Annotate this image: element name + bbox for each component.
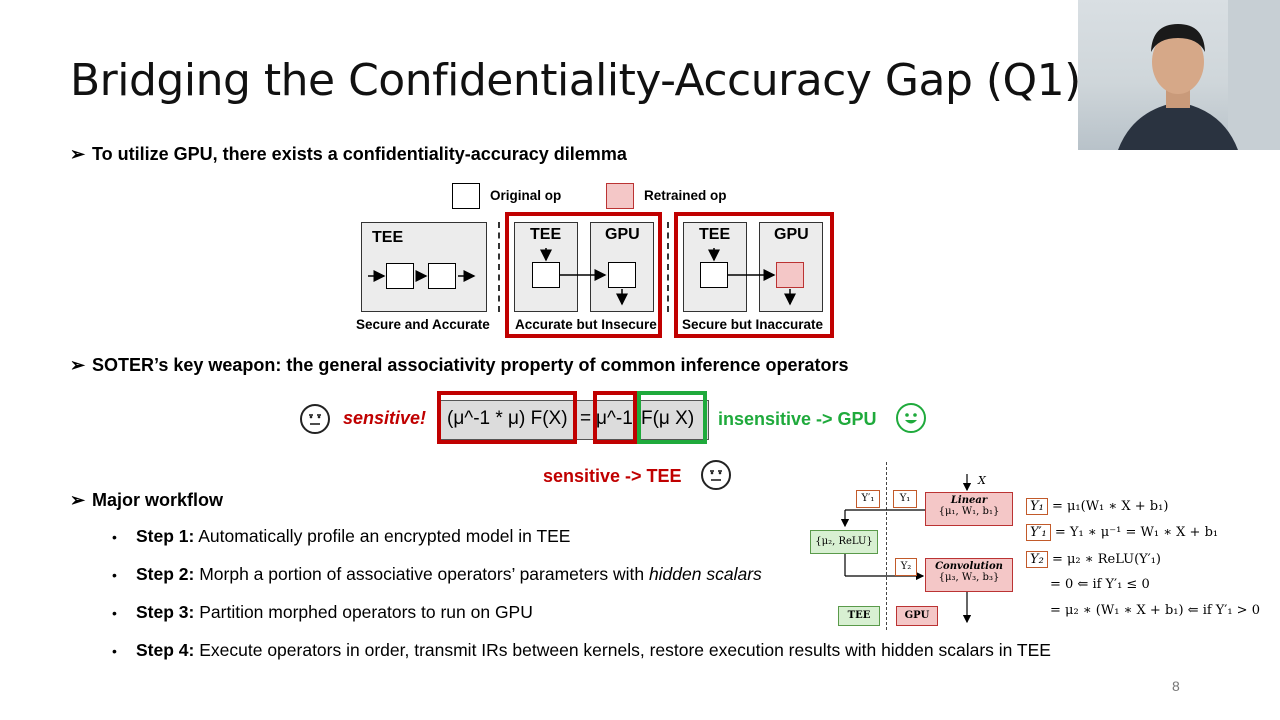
bullet-arrow-icon: ➢	[70, 490, 86, 510]
workflow-convolution-op: Convolution {μ₃, W₃, b₃}	[925, 558, 1013, 592]
bullet-dilemma-text: To utilize GPU, there exists a confident…	[92, 144, 627, 164]
step-2-italic: hidden scalars	[648, 564, 762, 584]
legend-retrained-swatch	[606, 183, 634, 209]
bullet-arrow-icon: ➢	[70, 144, 86, 164]
formula-equals: =	[580, 408, 592, 429]
equation-2-rhs: = Y₁ ∗ μ⁻¹ = W₁ ∗ X + b₁	[1054, 525, 1219, 540]
panel3-tee-label: TEE	[699, 226, 731, 243]
bullet-key-weapon-text: SOTER’s key weapon: the general associat…	[92, 355, 849, 375]
bullet-key-weapon: ➢ SOTER’s key weapon: the general associa…	[70, 355, 849, 376]
panel3-gpu-label: GPU	[774, 226, 809, 243]
separator-1	[498, 222, 500, 312]
panel2-caption: Accurate but Insecure	[515, 317, 657, 332]
bullet-dilemma: ➢ To utilize GPU, there exists a confiden…	[70, 144, 627, 165]
workflow-gpu-legend: GPU	[896, 606, 938, 626]
step-4-label: Step 4:	[136, 640, 195, 660]
equation-4: = 0 ⇐ if Y′₁ ≤ 0	[1050, 577, 1150, 592]
step-3-label: Step 3:	[136, 602, 195, 622]
panel1-flow-arrows	[368, 270, 476, 282]
sensitive-tee-label: sensitive -> TEE	[543, 466, 682, 486]
red-frame-secure-inaccurate	[674, 212, 834, 338]
slide-title: Bridging the Confidentiality-Accuracy Ga…	[70, 55, 1081, 106]
equation-4-rhs: = 0 ⇐ if Y′₁ ≤ 0	[1050, 577, 1150, 592]
panel3-tee-op	[700, 262, 728, 288]
legend-original-swatch	[452, 183, 480, 209]
step-1-label: Step 1:	[136, 526, 195, 546]
step-4-text: Execute operators in order, transmit IRs…	[194, 640, 1051, 660]
panel1-caption: Secure and Accurate	[356, 317, 490, 332]
panel2-gpu-op	[608, 262, 636, 288]
smiley-face-icon	[896, 403, 926, 433]
workflow-separator	[886, 462, 887, 630]
panel3-gpu-op-retrained	[776, 262, 804, 288]
panel2-flow-arrows	[540, 248, 628, 306]
bullet-major-workflow-text: Major workflow	[92, 490, 224, 510]
step-2-text: Morph a portion of associative operators…	[194, 564, 649, 584]
legend-retrained-label: Retrained op	[644, 188, 727, 203]
panel2-tee-op	[532, 262, 560, 288]
formula-left-red-frame	[437, 391, 577, 444]
sensitive-label: sensitive!	[343, 408, 427, 428]
equation-1: Y₁ = μ₁(W₁ ∗ X + b₁)	[1026, 498, 1168, 515]
workflow-step-2: •Step 2: Morph a portion of associative …	[112, 564, 762, 584]
step-2-label: Step 2:	[136, 564, 195, 584]
panel1-tee-label: TEE	[372, 229, 404, 246]
panel3-caption: Secure but Inaccurate	[682, 317, 824, 332]
formula-right-term: F(μ X)	[641, 408, 695, 429]
step-1-text: Automatically profile an encrypted model…	[194, 526, 571, 546]
workflow-step-3: •Step 3: Partition morphed operators to …	[112, 602, 533, 622]
separator-2	[667, 222, 669, 312]
workflow-y2-box: Y₂	[895, 558, 917, 576]
bullet-major-workflow: ➢ Major workflow	[70, 490, 223, 511]
conv-op-params: {μ₃, W₃, b₃}	[938, 572, 1000, 583]
red-frame-accurate-insecure	[505, 212, 662, 338]
neutral-face-icon	[300, 404, 330, 434]
formula-right-green-frame	[637, 391, 707, 444]
bullet-arrow-icon: ➢	[70, 355, 86, 375]
equation-3-symbol: Y₂	[1026, 551, 1048, 568]
formula-left-term: (μ^-1 * μ) F(X)	[447, 408, 568, 429]
linear-op-name: Linear	[950, 495, 988, 506]
insensitive-gpu-label: insensitive -> GPU	[718, 409, 877, 429]
equation-1-rhs: = μ₁(W₁ ∗ X + b₁)	[1051, 499, 1169, 514]
workflow-linear-op: Linear {μ₁, W₁, b₁}	[925, 492, 1013, 526]
formula-mu-inverse: μ^-1	[596, 408, 633, 429]
legend-original-label: Original op	[490, 188, 562, 203]
equation-5-rhs: = μ₂ ∗ (W₁ ∗ X + b₁) ⇐ if Y′₁ > 0	[1050, 603, 1260, 618]
equation-3-rhs: = μ₂ ∗ ReLU(Y′₁)	[1051, 552, 1161, 567]
equation-5: = μ₂ ∗ (W₁ ∗ X + b₁) ⇐ if Y′₁ > 0	[1050, 603, 1260, 618]
panel3-flow-arrows	[708, 248, 796, 306]
presenter-silhouette-icon	[1118, 0, 1280, 150]
workflow-step-1: •Step 1: Automatically profile an encryp…	[112, 526, 571, 546]
equation-3: Y₂ = μ₂ ∗ ReLU(Y′₁)	[1026, 551, 1161, 568]
workflow-relu-op: {μ₂, ReLU}	[810, 530, 878, 554]
tee-panel-secure-accurate: TEE	[361, 222, 487, 312]
workflow-tee-legend: TEE	[838, 606, 880, 626]
step-3-text: Partition morphed operators to run on GP…	[194, 602, 533, 622]
equation-2: Y′₁ = Y₁ ∗ μ⁻¹ = W₁ ∗ X + b₁	[1026, 524, 1218, 541]
workflow-y1-box: Y₁	[893, 490, 917, 508]
linear-op-params: {μ₁, W₁, b₁}	[938, 506, 1000, 517]
panel2-tee-label: TEE	[530, 226, 562, 243]
presenter-webcam	[1078, 0, 1280, 150]
workflow-arrows	[840, 474, 972, 624]
workflow-y1prime-box: Y′₁	[856, 490, 880, 508]
page-number: 8	[1172, 678, 1180, 694]
neutral-face-icon-2	[701, 460, 731, 490]
formula-mid-red-frame	[593, 391, 637, 444]
panel1-op-1	[386, 263, 414, 289]
panel1-op-2	[428, 263, 456, 289]
equation-2-symbol: Y′₁	[1026, 524, 1051, 541]
conv-op-name: Convolution	[935, 561, 1003, 572]
workflow-step-4: •Step 4: Execute operators in order, tra…	[112, 640, 1051, 660]
workflow-x-label: X	[978, 474, 986, 487]
equation-1-symbol: Y₁	[1026, 498, 1048, 515]
panel2-gpu-label: GPU	[605, 226, 640, 243]
